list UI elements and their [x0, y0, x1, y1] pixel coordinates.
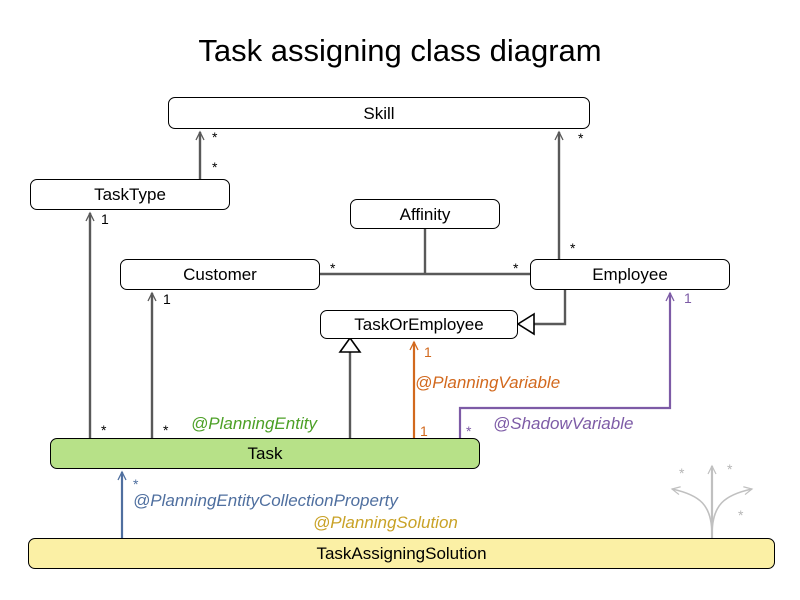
relation-employee-to-taskoremployee	[516, 290, 567, 336]
multiplicity-customer-employee-right: *	[513, 260, 519, 276]
annotation-planning-entity: @PlanningEntity	[191, 414, 317, 433]
multiplicity-faint-left: *	[679, 465, 685, 481]
relation-task-shadow-variable	[458, 291, 675, 438]
class-label-customer: Customer	[183, 265, 257, 284]
class-label-tasktype: TaskType	[94, 185, 166, 204]
relation-solution-faint-fan	[670, 464, 754, 538]
class-label-taskoremployee: TaskOrEmployee	[354, 315, 484, 334]
class-label-affinity: Affinity	[399, 204, 451, 224]
class-label-taskassigningsolution: TaskAssigningSolution	[316, 544, 487, 563]
multiplicity-task-customer: 1	[163, 291, 171, 307]
class-box-task[interactable]: Task	[50, 438, 480, 469]
multiplicity-planning-variable-bottom: 1	[420, 423, 428, 439]
multiplicity-tasktype-skill-near: *	[212, 129, 218, 145]
relation-task-to-taskoremployee	[338, 336, 362, 438]
annotation-shadow-variable: @ShadowVariable	[493, 414, 634, 433]
multiplicity-task-customer-star: *	[163, 422, 169, 438]
annotation-planning-variable: @PlanningVariable	[415, 373, 561, 392]
class-box-skill[interactable]: Skill	[168, 97, 590, 129]
multiplicity-faint-right: *	[738, 507, 744, 523]
class-label-skill: Skill	[363, 103, 395, 123]
class-label-task: Task	[247, 444, 283, 463]
multiplicity-tasktype-skill-far: *	[212, 159, 218, 175]
multiplicity-planning-variable-top: 1	[424, 344, 432, 360]
page-title: Task assigning class diagram	[198, 33, 602, 68]
multiplicity-task-tasktype: 1	[101, 211, 109, 227]
multiplicity-shadow-variable-top: 1	[684, 290, 692, 306]
multiplicity-employee-skill-far: *	[570, 240, 576, 256]
multiplicity-employee-skill-near: *	[578, 130, 584, 146]
multiplicity-shadow-variable-bottom: *	[466, 423, 472, 439]
class-box-tasktype[interactable]: TaskType	[30, 179, 230, 210]
multiplicity-customer-employee-left: *	[330, 260, 336, 276]
annotation-planning-solution: @PlanningSolution	[313, 513, 458, 532]
class-box-affinity[interactable]: Affinity	[350, 199, 500, 229]
annotation-planning-entity-collection-property: @PlanningEntityCollectionProperty	[133, 491, 398, 510]
multiplicity-solution-task-star: *	[133, 476, 139, 492]
class-box-employee[interactable]: Employee	[530, 259, 730, 290]
class-box-taskoremployee[interactable]: TaskOrEmployee	[320, 310, 518, 339]
class-box-taskassigningsolution[interactable]: TaskAssigningSolution	[28, 538, 775, 569]
class-box-customer[interactable]: Customer	[120, 259, 320, 290]
class-label-employee: Employee	[592, 265, 668, 284]
multiplicity-task-tasktype-star: *	[101, 422, 107, 438]
multiplicity-faint-top: *	[727, 461, 733, 477]
